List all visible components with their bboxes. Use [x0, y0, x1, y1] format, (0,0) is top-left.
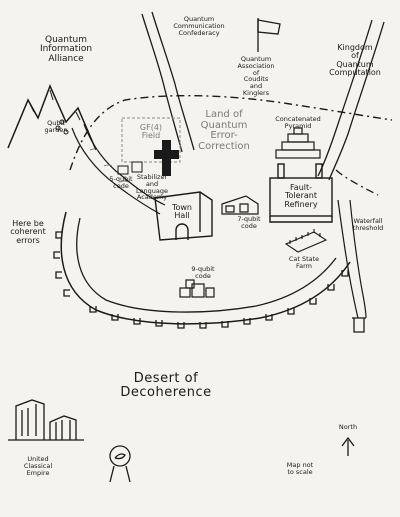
flag — [257, 18, 281, 52]
kingdom-border-east — [335, 169, 379, 196]
north-arrow-label: North — [338, 423, 358, 431]
waterfall-stream-b — [349, 199, 367, 319]
town-hall-building — [154, 191, 213, 241]
five-qubit-code-hut — [117, 161, 143, 175]
place-town-hall: Town Hall — [171, 203, 193, 221]
place-cat-state-farm: Cat State Farm — [288, 255, 320, 270]
west-river-bank-a — [71, 127, 161, 215]
region-quantum-information-alliance: Quantum Information Alliance — [39, 35, 93, 64]
gf4-field-boundary — [121, 117, 181, 163]
cat-state-farm-fence — [284, 229, 328, 253]
wall-crenellations — [53, 231, 349, 329]
great-wall-inner — [76, 217, 337, 313]
west-river-bank-b — [83, 123, 166, 206]
fault-tolerant-refinery-building — [269, 163, 333, 223]
region-quantum-communication-confederacy: Quantum Communication Confederacy — [173, 15, 225, 37]
waterfall-stream-a — [337, 199, 359, 319]
place-gf4-field: GF(4) Field — [139, 123, 163, 141]
classical-empire-skyscrapers — [8, 399, 84, 441]
place-fault-tolerant-refinery: Fault- Tolerant Refinery — [284, 183, 318, 209]
region-here-be-coherent-errors: Here be coherent errors — [10, 219, 46, 245]
place-qubit-garden: Qubit garden — [44, 119, 68, 134]
bird-badge-icon — [109, 445, 131, 483]
east-river-bank-a — [317, 19, 373, 177]
mountains — [7, 84, 97, 151]
region-united-classical-empire: United Classical Empire — [23, 455, 53, 477]
watchtower — [352, 317, 366, 333]
region-kingdom-of-quantum-computation: Kingdom of Quantum Computation — [329, 43, 381, 78]
north-river-bank-a — [141, 13, 183, 153]
west-river-ripples — [89, 148, 129, 183]
place-stabilizer-academy: Stabilizer and Language Academy — [135, 173, 169, 202]
place-seven-qubit-code: 7-qubit code — [237, 215, 261, 230]
region-quantum-association: Quantum Association of Coudits and Kingl… — [237, 55, 275, 98]
place-concatenated-pyramid: Concatenated Pyramid — [275, 115, 321, 130]
north-river-bank-b — [151, 11, 195, 151]
place-five-qubit-code: 5-qubit code — [109, 175, 133, 190]
kingdom-border — [69, 94, 393, 171]
region-desert-of-decoherence: Desert of Decoherence — [120, 371, 212, 400]
place-nine-qubit-code: 9-qubit code — [191, 265, 215, 280]
scale-note: Map not to scale — [286, 461, 314, 476]
region-land-of-quantum-error-correction: Land of Quantum Error- Correction — [198, 109, 250, 152]
north-arrow-icon — [341, 436, 355, 456]
place-waterfall: Waterfall threshold — [352, 217, 384, 232]
seven-qubit-code-building — [221, 195, 259, 215]
concatenated-pyramid — [275, 127, 321, 159]
nine-qubit-code-blocks — [179, 279, 215, 298]
mountain-snow — [29, 89, 81, 121]
stabilizer-academy-cross — [154, 140, 179, 176]
qubit-garden-marks — [55, 119, 69, 135]
east-river-bank-b — [328, 21, 385, 181]
